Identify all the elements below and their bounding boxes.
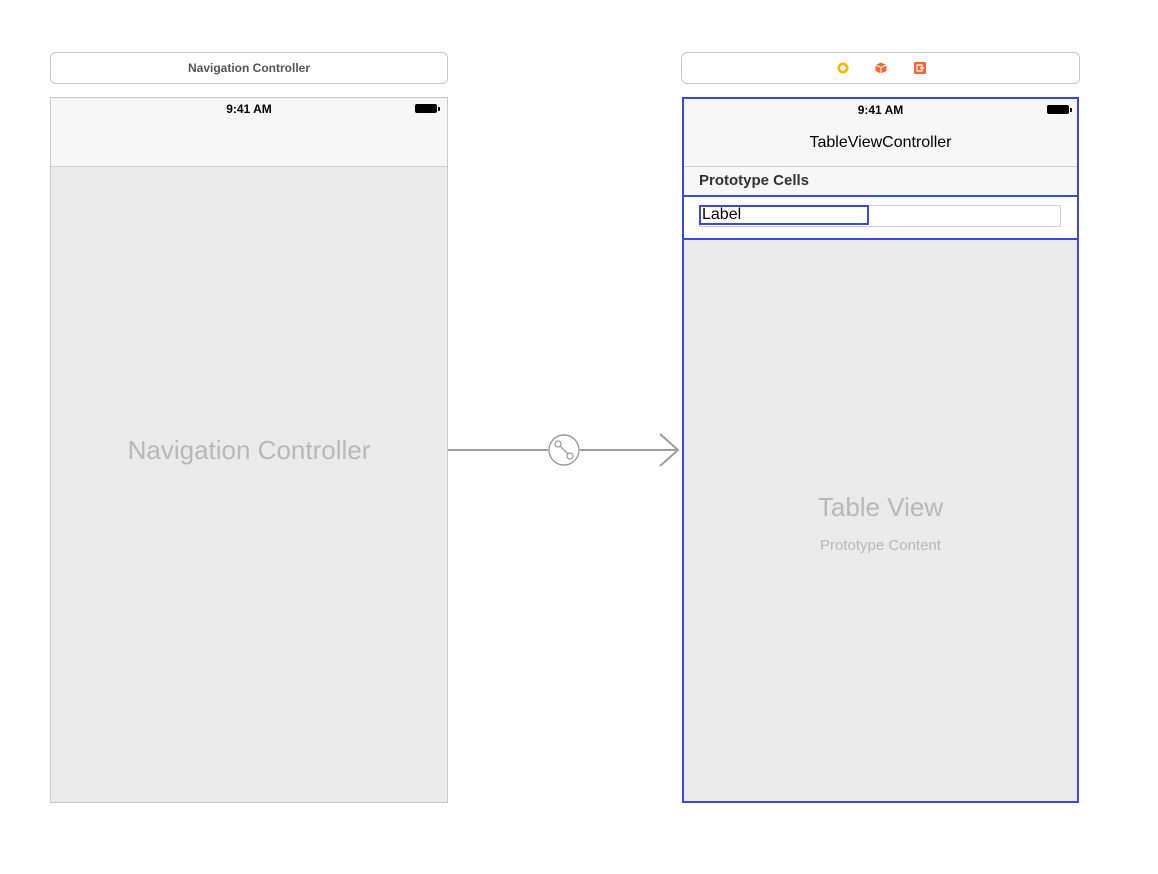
cell-label-text: Label — [702, 206, 742, 223]
prototype-cell[interactable]: Label — [682, 195, 1079, 240]
exit-icon[interactable] — [914, 62, 926, 74]
status-bar: 9:41 AM — [684, 99, 1077, 121]
table-view-placeholder-title: Table View — [817, 492, 944, 522]
battery-icon — [415, 104, 440, 113]
scene-placeholder-label: Navigation Controller — [127, 435, 371, 465]
navigation-title: TableViewController — [809, 134, 952, 151]
first-responder-icon[interactable] — [875, 62, 887, 74]
table-view-controller-scene[interactable]: 9:41 AM TableViewController Prototype Ce… — [682, 97, 1079, 803]
cell-label[interactable]: Label — [699, 205, 869, 225]
table-view-placeholder-subtitle: Prototype Content — [820, 537, 941, 554]
navigation-bar[interactable]: 9:41 AM TableViewController — [684, 99, 1077, 167]
table-controller-scene-bar[interactable] — [681, 52, 1080, 84]
view-controller-icon[interactable] — [837, 62, 849, 74]
scene-title: Navigation Controller — [187, 61, 310, 75]
nav-controller-scene-bar[interactable]: Navigation Controller — [50, 52, 448, 84]
status-bar: 9:41 AM — [51, 98, 447, 120]
battery-icon — [1047, 105, 1072, 114]
segue-arrow[interactable] — [448, 432, 688, 472]
section-header: Prototype Cells — [684, 167, 1077, 195]
status-time: 9:41 AM — [857, 103, 904, 117]
section-header-label: Prototype Cells — [699, 172, 810, 189]
navigation-bar[interactable]: 9:41 AM — [51, 98, 447, 167]
nav-controller-scene[interactable]: 9:41 AM Navigation Controller — [50, 97, 448, 803]
relationship-segue-icon[interactable] — [548, 434, 580, 466]
status-time: 9:41 AM — [226, 102, 272, 116]
